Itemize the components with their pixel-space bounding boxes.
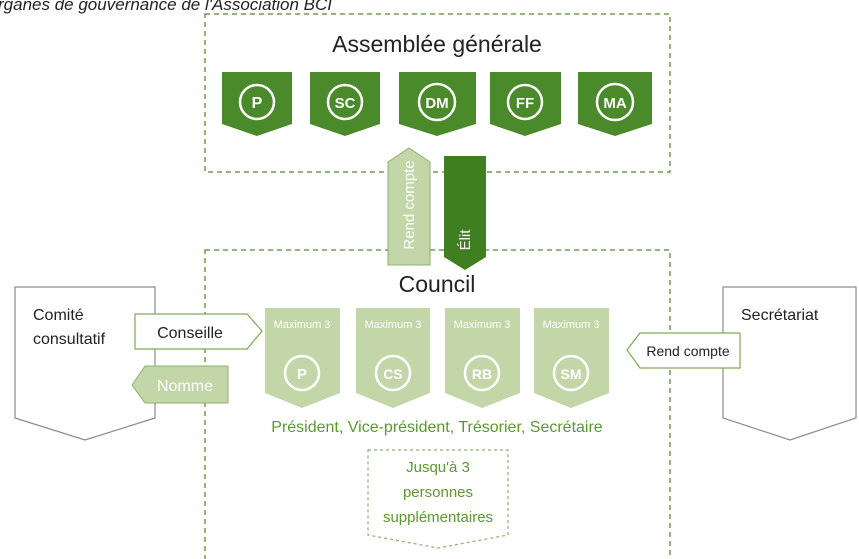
assembly-box	[204, 13, 671, 173]
assembly-badge-label: DM	[425, 95, 448, 112]
reports-up-arrow: Rend compte	[387, 147, 431, 266]
appoints-arrow: Nomme	[131, 365, 229, 404]
council-roles: Président, Vice-président, Trésorier, Se…	[271, 419, 603, 436]
reports-up-label: Rend compte	[401, 160, 418, 249]
extra-line: supplémentaires	[383, 509, 493, 526]
assembly-badge-label: SC	[335, 95, 356, 112]
council-badge-label: SM	[561, 366, 582, 382]
council-badge: Maximum 3 SM	[534, 308, 609, 408]
council-badge: Maximum 3 CS	[356, 308, 430, 408]
assembly-badge: P	[222, 72, 292, 136]
assembly-badges: P SC DM FF MA	[222, 72, 652, 136]
council-badge-label: RB	[472, 366, 492, 382]
advises-label: Conseille	[157, 325, 223, 342]
council-title: Council	[399, 271, 476, 297]
secretariat-reports-arrow: Rend compte	[626, 332, 741, 369]
advisory-committee: Comité consultatif	[14, 286, 156, 441]
advises-arrow: Conseille	[134, 313, 263, 350]
elects-label: Élit	[457, 229, 474, 251]
council-badge-caption: Maximum 3	[454, 319, 511, 331]
assembly-title: Assemblée générale	[332, 31, 542, 57]
council-badge: Maximum 3 RB	[445, 308, 520, 408]
extra-line: Jusqu'à 3	[406, 459, 470, 476]
assembly-badge-label: FF	[516, 95, 534, 112]
advisory-title-line: Comité	[33, 307, 84, 324]
council-badge-caption: Maximum 3	[365, 319, 422, 331]
council-badge-label: CS	[383, 366, 402, 382]
council-badge-caption: Maximum 3	[274, 319, 331, 331]
advisory-title-line: consultatif	[33, 331, 106, 348]
council-box	[204, 249, 671, 559]
extra-persons-box: Jusqu'à 3 personnes supplémentaires	[367, 449, 509, 549]
assembly-badge: FF	[490, 72, 561, 136]
council-badge-caption: Maximum 3	[543, 319, 600, 331]
assembly-badge-label: MA	[603, 95, 626, 112]
assembly-badge: SC	[310, 72, 380, 136]
assembly-badge: MA	[578, 72, 652, 136]
council-badges: Maximum 3 P Maximum 3 CS Maximum 3 RB Ma…	[265, 308, 609, 408]
elects-arrow: Élit	[444, 156, 486, 270]
secretariat-title: Secrétariat	[741, 307, 819, 324]
council-badge-label: P	[297, 366, 307, 383]
assembly-badge: DM	[399, 72, 476, 136]
extra-line: personnes	[403, 484, 473, 501]
assembly-badge-label: P	[252, 95, 263, 112]
secretariat-reports-label: Rend compte	[646, 343, 729, 359]
council-badge: Maximum 3 P	[265, 308, 340, 408]
appoints-label: Nomme	[157, 378, 213, 395]
diagram-title: rganes de gouvernance de l'Association B…	[0, 0, 332, 14]
secretariat: Secrétariat	[722, 286, 857, 441]
